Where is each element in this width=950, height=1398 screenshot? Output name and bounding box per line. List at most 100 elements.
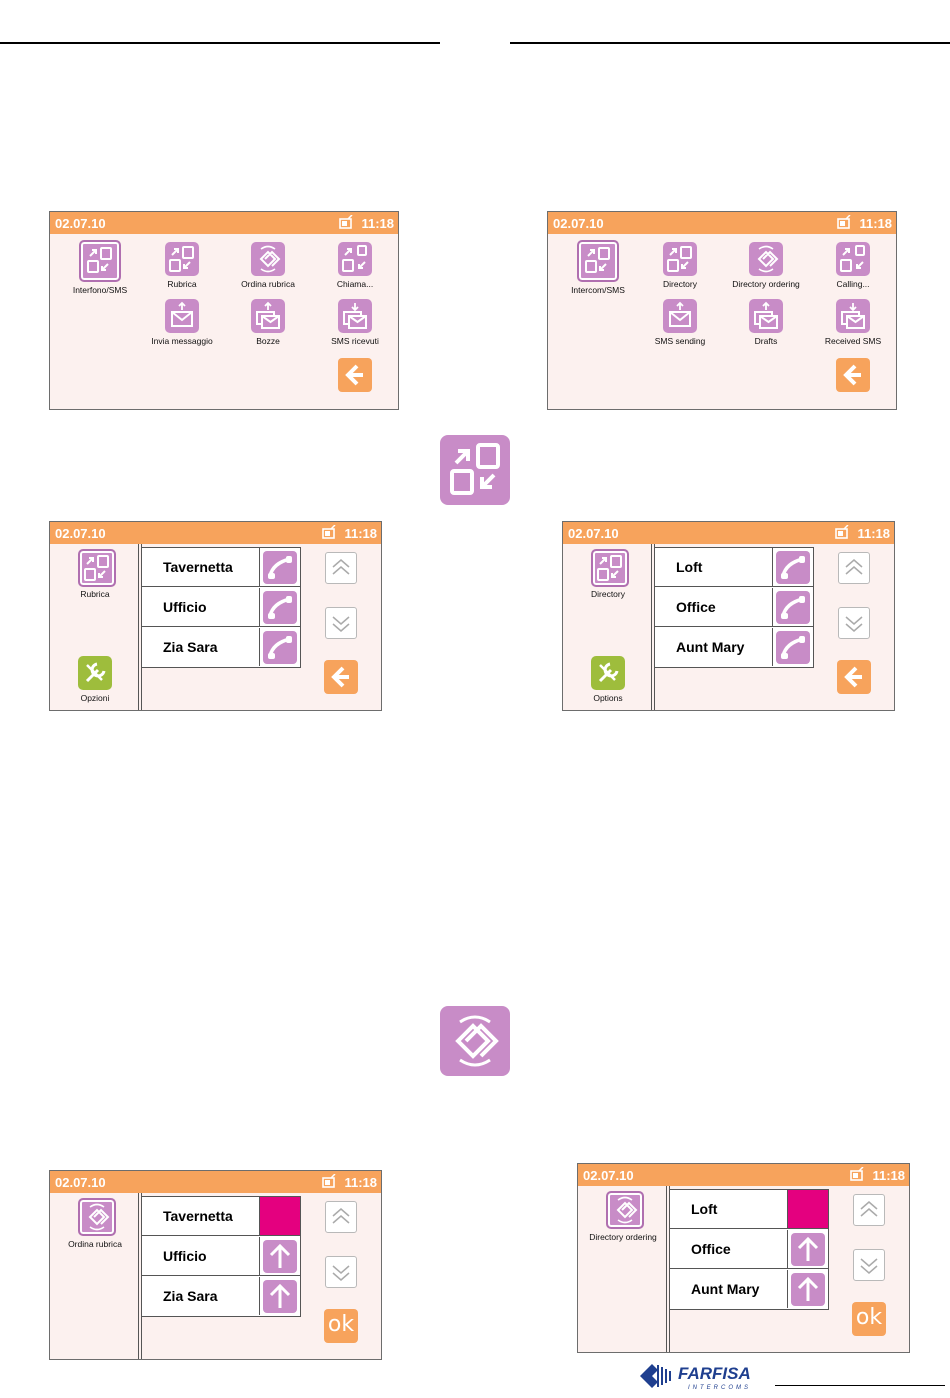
directory-list: Tavernetta Ufficio Zia Sara xyxy=(141,547,301,668)
list-item[interactable]: Zia Sara xyxy=(142,1277,300,1316)
menu-item-received-sms[interactable]: Received SMS xyxy=(803,299,896,346)
footer-rule xyxy=(775,1385,945,1386)
call-button[interactable] xyxy=(772,548,813,586)
date-label: 02.07.10 xyxy=(55,216,106,231)
back-button[interactable] xyxy=(338,358,372,392)
options-button[interactable] xyxy=(78,656,112,690)
back-button[interactable] xyxy=(324,660,358,694)
time-label: 11:18 xyxy=(344,1175,377,1190)
list-item[interactable]: Ufficio xyxy=(142,588,300,627)
move-up-button[interactable] xyxy=(259,1237,300,1275)
menu-label: SMS ricevuti xyxy=(331,336,379,346)
scroll-up-button[interactable] xyxy=(325,552,357,584)
back-button[interactable] xyxy=(837,660,871,694)
calling-icon xyxy=(836,242,870,276)
scroll-down-button[interactable] xyxy=(325,1256,357,1288)
ok-button[interactable]: ok xyxy=(324,1309,358,1343)
call-button[interactable] xyxy=(259,628,300,666)
menu-item-intercom[interactable]: Intercom/SMS xyxy=(548,240,648,295)
list-item[interactable]: Aunt Mary xyxy=(670,1270,828,1309)
menu-item-directory[interactable]: Rubrica xyxy=(132,242,232,289)
menu-label: Intercom/SMS xyxy=(571,285,625,295)
back-arrow-icon xyxy=(345,364,363,386)
menu-label: Received SMS xyxy=(824,336,882,346)
menu-item-drafts[interactable]: Bozze xyxy=(218,299,318,346)
menu-label: Rubrica xyxy=(167,279,197,289)
list-item[interactable]: Ufficio xyxy=(142,1237,300,1276)
phone-icon xyxy=(781,636,805,659)
menu-item-drafts[interactable]: Drafts xyxy=(716,299,816,346)
sidebar: Directory ordering xyxy=(578,1186,670,1352)
move-up-button[interactable] xyxy=(787,1270,828,1308)
list-item[interactable]: Office xyxy=(670,1230,828,1269)
list-item[interactable]: Office xyxy=(655,588,813,627)
menu-item-received-sms[interactable]: SMS ricevuti xyxy=(305,299,398,346)
move-up-button[interactable] xyxy=(259,1277,300,1315)
arrow-up-icon xyxy=(797,1236,819,1261)
arrow-up-icon xyxy=(269,1283,291,1308)
menu-item-directory[interactable]: Directory xyxy=(630,242,730,289)
menu-item-directory-ordering[interactable]: Directory ordering xyxy=(716,242,816,289)
call-button[interactable] xyxy=(772,628,813,666)
scroll-up-button[interactable] xyxy=(838,552,870,584)
selected-marker[interactable] xyxy=(787,1190,828,1228)
drafts-icon xyxy=(749,299,783,333)
call-button[interactable] xyxy=(259,588,300,626)
chevron-up-icon xyxy=(332,559,350,575)
sidebar-title: Directory ordering xyxy=(589,1232,657,1242)
drafts-icon xyxy=(251,299,285,333)
chevron-down-icon xyxy=(332,1265,350,1281)
logo-brand: FARFISA xyxy=(678,1364,751,1383)
entry-name: Office xyxy=(691,1241,731,1257)
menu-item-intercom[interactable]: Interfono/SMS xyxy=(50,240,150,295)
selected-marker[interactable] xyxy=(259,1197,300,1235)
phone-icon xyxy=(781,596,805,619)
chevron-down-icon xyxy=(860,1258,878,1274)
menu-label: Directory xyxy=(662,279,697,289)
call-button[interactable] xyxy=(772,588,813,626)
move-up-button[interactable] xyxy=(787,1230,828,1268)
scroll-down-button[interactable] xyxy=(853,1249,885,1281)
scroll-down-button[interactable] xyxy=(838,607,870,639)
menu-item-directory-ordering[interactable]: Ordina rubrica xyxy=(218,242,318,289)
list-item[interactable]: Tavernetta xyxy=(142,1197,300,1236)
wrench-icon xyxy=(85,662,106,683)
menu-label: Directory ordering xyxy=(732,279,800,289)
menu-label: Drafts xyxy=(754,336,778,346)
intercom-icon xyxy=(79,240,121,282)
menu-screen-en: 02.07.10 11:18 Intercom/SMS Directory Di… xyxy=(547,211,897,410)
time-label: 11:18 xyxy=(361,216,394,231)
scroll-up-button[interactable] xyxy=(325,1201,357,1233)
call-button[interactable] xyxy=(259,548,300,586)
time-label: 11:18 xyxy=(344,526,377,541)
menu-item-calling[interactable]: Calling... xyxy=(803,242,896,289)
back-arrow-icon xyxy=(331,666,349,688)
ok-button[interactable]: ok xyxy=(852,1302,886,1336)
entry-name: Zia Sara xyxy=(163,1288,218,1304)
list-item[interactable]: Aunt Mary xyxy=(655,628,813,667)
menu-item-sms-sending[interactable]: SMS sending xyxy=(630,299,730,346)
farfisa-logo: FARFISA INTERCOMS xyxy=(638,1360,778,1392)
time-label: 11:18 xyxy=(859,216,892,231)
menu-item-sms-sending[interactable]: Invia messaggio xyxy=(132,299,232,346)
scroll-down-button[interactable] xyxy=(325,607,357,639)
list-item[interactable]: Zia Sara xyxy=(142,628,300,667)
menu-item-calling[interactable]: Chiama... xyxy=(305,242,398,289)
calling-icon xyxy=(338,242,372,276)
list-item[interactable]: Loft xyxy=(655,548,813,587)
options-button[interactable] xyxy=(591,656,625,690)
ordering-list: Loft Office Aunt Mary xyxy=(669,1189,829,1310)
list-item[interactable]: Tavernetta xyxy=(142,548,300,587)
phone-icon xyxy=(268,556,292,579)
list-item[interactable]: Loft xyxy=(670,1190,828,1229)
phone-icon xyxy=(268,596,292,619)
sidebar-title: Rubrica xyxy=(80,589,110,599)
scroll-up-button[interactable] xyxy=(853,1194,885,1226)
directory-ordering-feature-icon xyxy=(440,1006,510,1076)
back-button[interactable] xyxy=(836,358,870,392)
entry-name: Zia Sara xyxy=(163,639,218,655)
sms-sending-icon xyxy=(165,299,199,333)
phone-icon xyxy=(781,556,805,579)
sidebar: Rubrica Opzioni xyxy=(50,544,142,710)
sms-sending-icon xyxy=(663,299,697,333)
